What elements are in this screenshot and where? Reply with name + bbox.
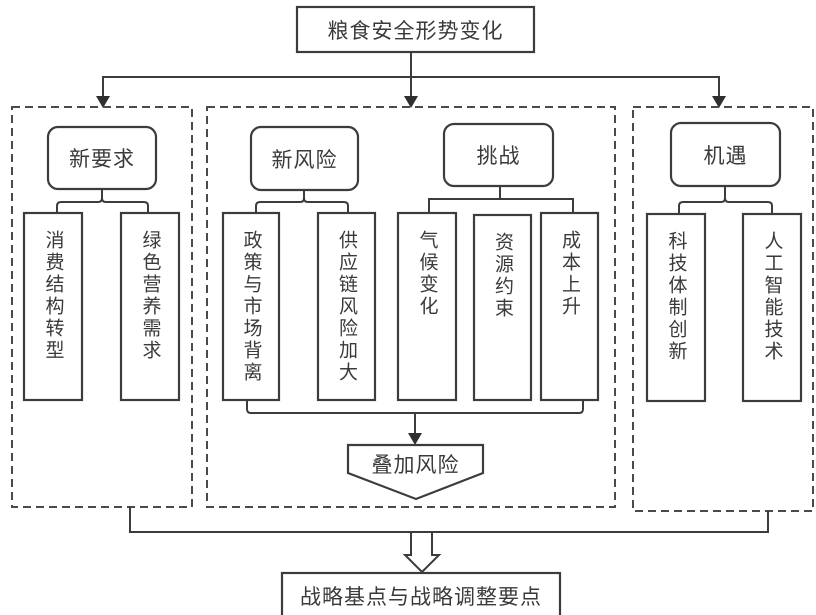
item-tech-innovation-text: 科技体制创新 [665, 231, 688, 363]
bottom-collector-line [129, 507, 769, 533]
item-consumption-text: 消费结构转型 [42, 230, 65, 362]
arrow-to-left-group [96, 96, 110, 108]
item-resources: 资源约束 [474, 215, 531, 400]
conclusion-box [280, 571, 562, 615]
item-green-nutrition: 绿色营养需求 [121, 213, 179, 400]
new-risk-branch [255, 190, 349, 213]
right-group-frame [632, 106, 814, 512]
merged-risk-pentagon [346, 443, 485, 501]
item-tech-innovation: 科技体制创新 [647, 214, 705, 401]
item-box-consumption [22, 211, 84, 402]
challenge-branch [428, 198, 574, 213]
item-box-tech-innovation [645, 212, 707, 403]
new-requirements-branch [56, 189, 149, 213]
item-supply-chain: 供应链风险加大 [318, 213, 375, 400]
item-climate-text: 气候变化 [416, 230, 439, 318]
arrow-to-middle-group [404, 96, 418, 108]
item-resources-text: 资源约束 [492, 232, 514, 320]
challenge-box [442, 122, 555, 188]
new-risk-label: 新风险 [271, 147, 338, 172]
top-distribution-line [102, 76, 720, 99]
item-consumption: 消费结构转型 [24, 213, 82, 400]
middle-merge-line [246, 400, 584, 414]
title-box [295, 5, 536, 54]
title-label: 粮食安全形势变化 [327, 18, 504, 43]
item-ai: 人工智能技术 [743, 214, 801, 401]
item-supply-chain-text: 供应链风险加大 [336, 230, 358, 384]
item-policy-market: 政策与市场背离 [223, 213, 279, 400]
item-box-policy-market [221, 211, 281, 402]
item-ai-text: 人工智能技术 [761, 231, 784, 363]
conclusion-label: 战略基点与战略调整要点 [300, 585, 542, 609]
arrow-to-merged-risk [408, 433, 422, 445]
merged-risk-label: 叠加风险 [371, 453, 460, 477]
opportunity-label: 机遇 [703, 143, 748, 168]
item-climate: 气候变化 [398, 213, 456, 400]
item-box-supply-chain [316, 211, 377, 402]
item-cost: 成本上升 [541, 213, 598, 400]
left-group-frame [11, 106, 193, 508]
item-box-green-nutrition [119, 211, 181, 402]
hollow-down-arrow [402, 531, 442, 574]
item-green-nutrition-text: 绿色营养需求 [139, 230, 162, 362]
challenge-label: 挑战 [476, 144, 521, 168]
new-requirements-label: 新要求 [69, 147, 135, 171]
arrow-to-right-group [712, 96, 726, 108]
item-box-climate [396, 211, 458, 402]
item-policy-market-text: 政策与市场背离 [240, 230, 263, 384]
item-box-resources [472, 213, 533, 402]
opportunity-branch [678, 186, 773, 214]
item-box-ai [741, 212, 803, 403]
item-cost-text: 成本上升 [559, 230, 581, 318]
item-box-cost [539, 211, 600, 402]
